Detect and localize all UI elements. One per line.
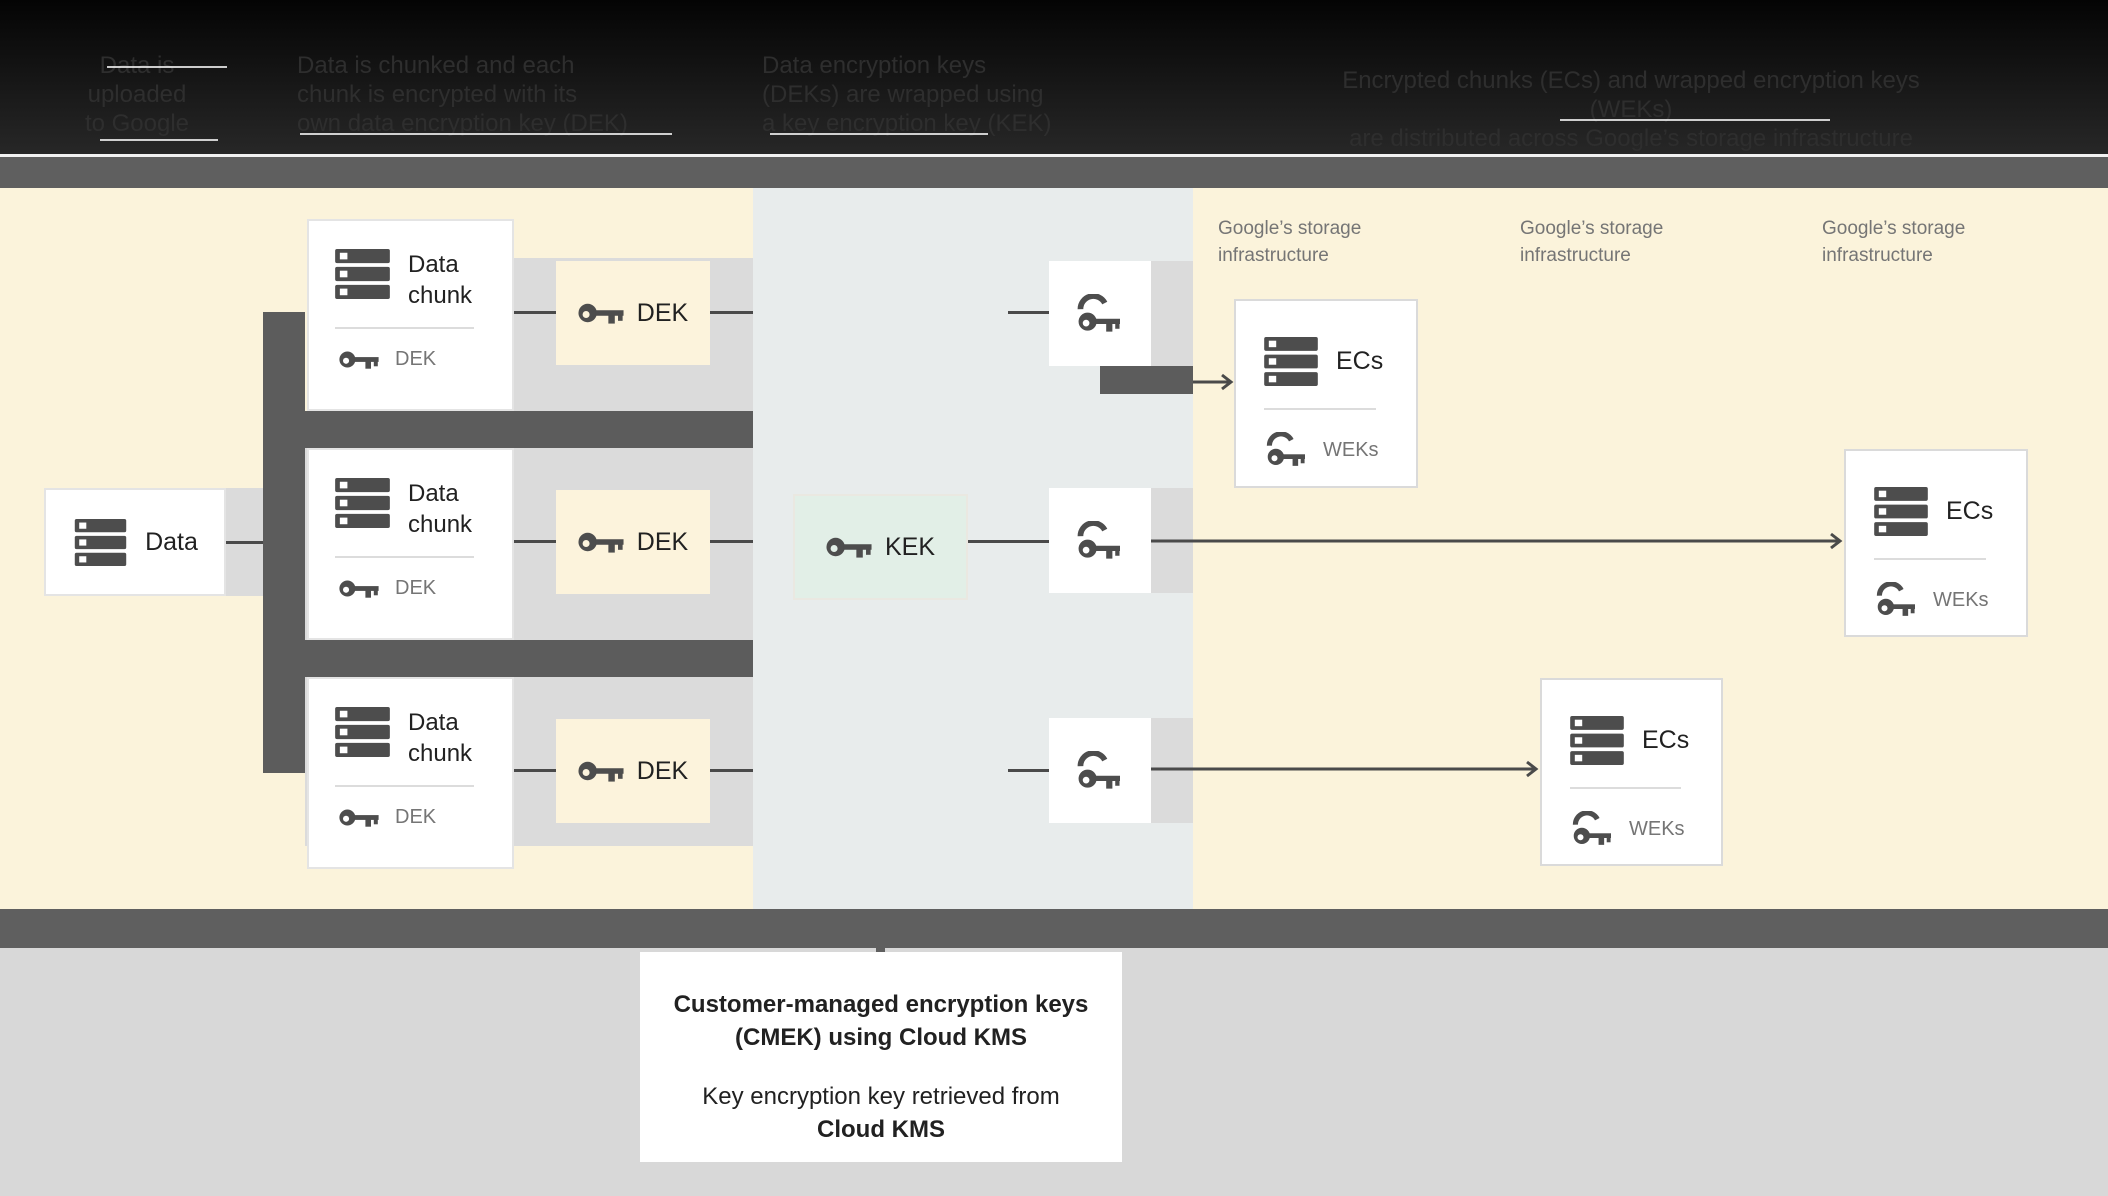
chunk2-to-dek-line xyxy=(514,540,556,543)
kms-panel-notch xyxy=(876,948,885,952)
kek-box-label: KEK xyxy=(884,532,936,561)
wrapped-key-icon xyxy=(1266,432,1308,468)
data-chunk-title: Data chunk xyxy=(408,480,473,538)
header-underline-artifact xyxy=(100,139,218,141)
bottom-gray-bar xyxy=(0,909,2108,948)
wrapped-key-icon xyxy=(1077,751,1123,791)
dek-box-2: DEK xyxy=(556,490,710,594)
caption-subtitle: Key encryption key retrieved from Cloud … xyxy=(640,1080,1122,1146)
wrapped-key-icon xyxy=(1077,521,1123,561)
data-box: Data xyxy=(44,488,226,596)
ecs-box-3: ECs WEKs xyxy=(1540,678,1723,866)
chunk-dek-label: DEK xyxy=(395,577,437,599)
database-icon xyxy=(335,249,390,299)
data-box-label: Data xyxy=(145,527,198,556)
header-step-upload: Data is uploaded to Google xyxy=(84,52,190,137)
weks-label: WEKs xyxy=(1323,438,1379,461)
top-gray-bar xyxy=(0,157,2108,188)
header-bar: Data is uploaded to Google Data is chunk… xyxy=(0,0,2108,154)
header-underline-artifact xyxy=(1560,119,1830,121)
wrap3-in-line xyxy=(1008,769,1049,772)
box-divider xyxy=(335,556,474,558)
header-step-wrapped: Data encryption keys (DEKs) are wrapped … xyxy=(762,52,1052,137)
caption-box: Customer-managed encryption keys (CMEK) … xyxy=(640,952,1122,1162)
database-icon xyxy=(1874,487,1928,536)
key-icon xyxy=(339,578,379,599)
ecs-box-label: ECs xyxy=(1336,347,1384,375)
chunk-dek-label: DEK xyxy=(395,806,437,828)
caption-subtitle-bold: Cloud KMS xyxy=(817,1116,945,1143)
wrapped-key-icon xyxy=(1876,582,1918,618)
box-divider xyxy=(1874,558,1986,560)
storage-infrastructure-label-3: Google’s storage infrastructure xyxy=(1822,218,1966,266)
data-chunk-title: Data chunk xyxy=(408,251,473,309)
box-divider xyxy=(335,327,474,329)
row-divider-band-1 xyxy=(263,411,753,448)
header-step-distributed: Encrypted chunks (ECs) and wrapped encry… xyxy=(1342,67,1920,152)
header-underline-artifact xyxy=(770,133,988,135)
arrow-to-ecs1 xyxy=(1193,373,1234,391)
dek-box-1: DEK xyxy=(556,261,710,365)
storage-infrastructure-label-1: Google’s storage infrastructure xyxy=(1218,218,1362,266)
key-icon xyxy=(339,807,379,828)
chunk3-to-dek-line xyxy=(514,769,556,772)
key-icon xyxy=(578,301,624,325)
row-divider-band-2 xyxy=(263,640,753,677)
arrow-to-ecs3 xyxy=(1151,760,1539,778)
database-icon xyxy=(335,707,390,757)
arrow-to-ecs2 xyxy=(1151,532,1843,550)
dek-box-3: DEK xyxy=(556,719,710,823)
dek-box-label: DEK xyxy=(636,298,689,327)
row1-wrap-band xyxy=(1151,261,1193,366)
header-underline-artifact xyxy=(107,66,227,68)
header-separator xyxy=(0,154,2108,157)
wrap1-in-line xyxy=(1008,311,1049,314)
key-icon xyxy=(578,759,624,783)
weks-label: WEKs xyxy=(1629,817,1685,840)
storage-infrastructure-label-2: Google’s storage infrastructure xyxy=(1520,218,1664,266)
ecs-box-1: ECs WEKs xyxy=(1234,299,1418,488)
diagram-field: Data Data chunk DEK Data chunk DEK xyxy=(0,188,2108,909)
kek-to-wrap2-line xyxy=(968,540,1049,543)
caption-title: Customer-managed encryption keys (CMEK) … xyxy=(673,991,1089,1051)
chunk-dek-label: DEK xyxy=(395,348,437,370)
database-icon xyxy=(1264,337,1318,386)
box-divider xyxy=(335,785,474,787)
row1-output-band xyxy=(1100,366,1193,394)
weks-label: WEKs xyxy=(1933,588,1989,611)
header-step-chunked: Data is chunked and each chunk is encryp… xyxy=(297,52,628,137)
header-underline-artifact xyxy=(300,133,672,135)
key-icon xyxy=(578,530,624,554)
ecs-box-2: ECs WEKs xyxy=(1844,449,2028,637)
dek-box-label: DEK xyxy=(636,527,689,556)
dek2-out-line xyxy=(710,540,753,543)
data-chunk-box-2: Data chunk DEK xyxy=(307,448,514,640)
box-divider xyxy=(1570,787,1681,789)
dek-box-label: DEK xyxy=(636,756,689,785)
database-icon xyxy=(335,478,390,528)
box-divider xyxy=(1264,408,1376,410)
key-icon xyxy=(339,349,379,370)
split-trunk xyxy=(263,312,305,773)
wrap-key-box-3 xyxy=(1049,718,1151,823)
data-to-trunk-line xyxy=(226,541,263,544)
kek-box: KEK xyxy=(793,494,968,600)
key-icon xyxy=(826,535,872,559)
wrap-key-box-1 xyxy=(1049,261,1151,366)
data-chunk-box-1: Data chunk DEK xyxy=(307,219,514,411)
database-icon xyxy=(1570,716,1624,765)
wrap-key-box-2 xyxy=(1049,488,1151,593)
ecs-box-label: ECs xyxy=(1642,726,1690,754)
wrapped-key-icon xyxy=(1077,294,1123,334)
data-chunk-box-3: Data chunk DEK xyxy=(307,677,514,869)
database-icon xyxy=(72,519,129,566)
chunk1-to-dek-line xyxy=(514,311,556,314)
data-chunk-title: Data chunk xyxy=(408,709,473,767)
dek1-out-line xyxy=(710,311,753,314)
wrapped-key-icon xyxy=(1572,811,1614,847)
caption-subtitle-normal: Key encryption key retrieved from xyxy=(702,1083,1060,1110)
dek3-out-line xyxy=(710,769,753,772)
ecs-box-label: ECs xyxy=(1946,497,1994,525)
